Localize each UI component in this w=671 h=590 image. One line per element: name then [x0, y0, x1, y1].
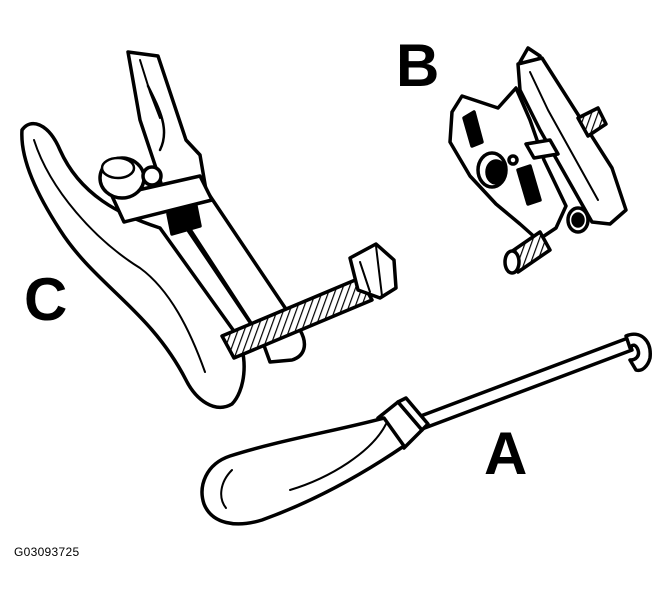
figure-code: G03093725 — [14, 545, 80, 559]
tie-rod-end-separator-icon — [448, 46, 628, 275]
hook-pick-tool-icon — [200, 332, 652, 526]
tool-label-b: B — [396, 32, 440, 99]
ball-joint-separator-fork-icon — [20, 50, 398, 410]
tool-label-c: C — [24, 266, 68, 333]
tool-label-a: A — [484, 420, 528, 487]
